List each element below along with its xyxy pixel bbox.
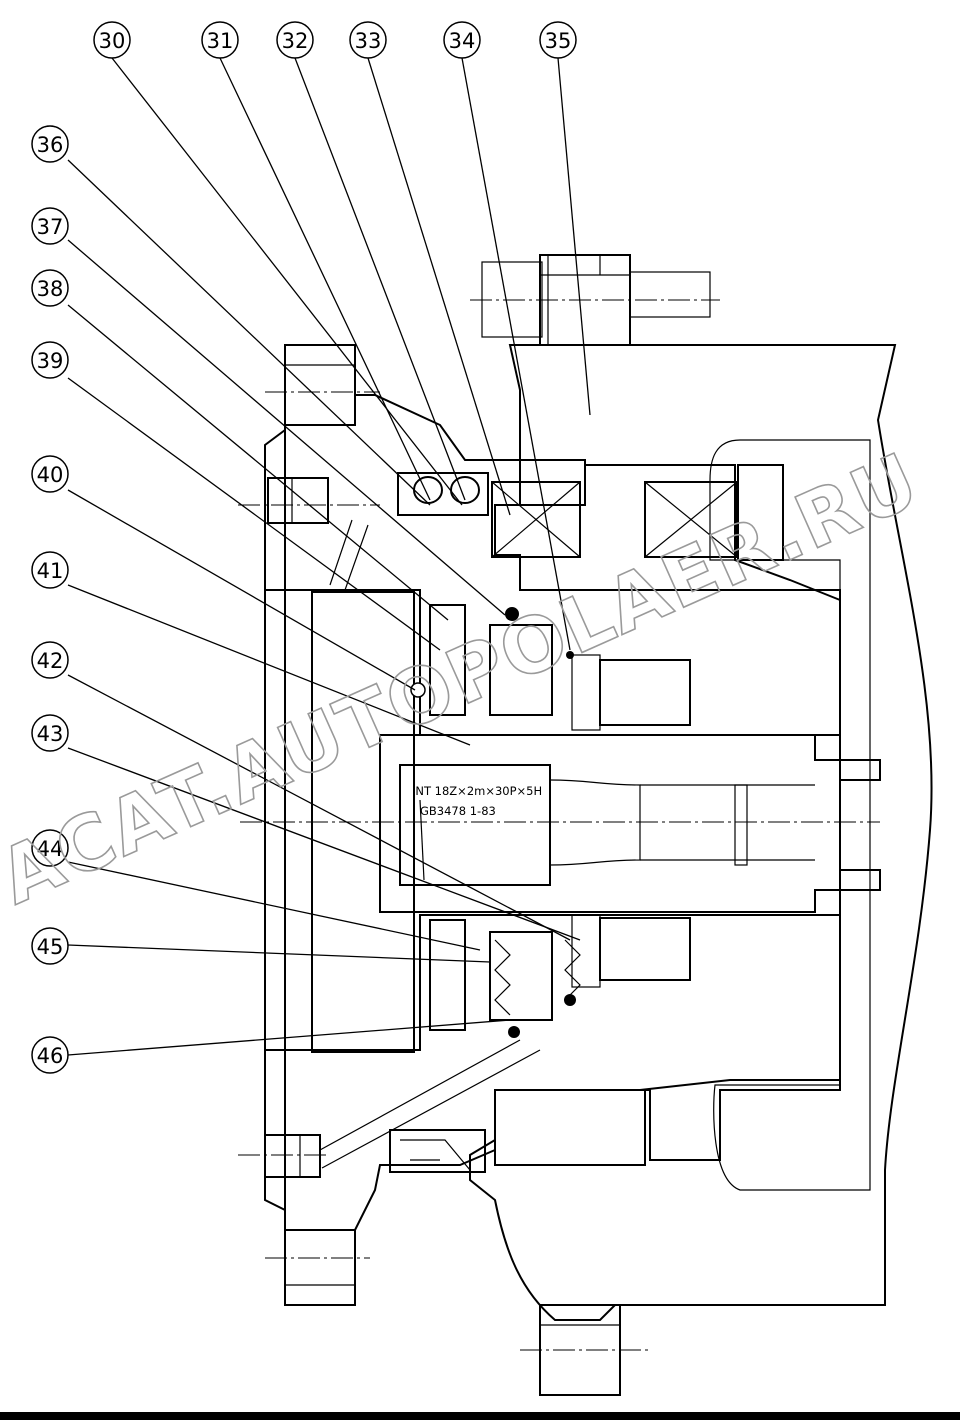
leader-lines [67, 57, 591, 1056]
brake-disc-pack [571, 654, 691, 988]
svg-text:39: 39 [37, 349, 64, 373]
main-housing [469, 254, 933, 1396]
callout-45: 45 [31, 927, 69, 965]
svg-text:45: 45 [37, 935, 64, 959]
svg-text:38: 38 [37, 277, 64, 301]
callout-44: 44 [31, 829, 69, 867]
svg-text:30: 30 [99, 29, 126, 53]
callout-39: 39 [31, 341, 69, 379]
callout-37: 37 [31, 207, 69, 245]
svg-text:36: 36 [37, 133, 64, 157]
callout-43: 43 [31, 714, 69, 752]
spline-spec-line1: INT 18Z×2m×30P×5H [412, 784, 542, 798]
svg-text:40: 40 [37, 463, 64, 487]
svg-text:44: 44 [37, 837, 64, 861]
svg-text:34: 34 [449, 29, 476, 53]
svg-text:42: 42 [37, 649, 64, 673]
spline-spec-line2: GB3478 1-83 [420, 804, 496, 818]
callout-35: 35 [539, 21, 577, 59]
left-cover [238, 344, 841, 1306]
bottom-border [0, 1412, 960, 1420]
callout-33: 33 [349, 21, 387, 59]
callout-markers: 30 31 32 33 34 35 36 37 38 39 40 41 42 4… [31, 21, 577, 1074]
svg-text:46: 46 [37, 1044, 64, 1068]
callout-31: 31 [201, 21, 239, 59]
svg-text:41: 41 [37, 559, 64, 583]
callout-41: 41 [31, 551, 69, 589]
svg-text:43: 43 [37, 722, 64, 746]
spline-spec: INT 18Z×2m×30P×5H GB3478 1-83 [412, 784, 542, 881]
callout-36: 36 [31, 125, 69, 163]
piston-springs [410, 604, 581, 1038]
callout-34: 34 [443, 21, 481, 59]
callout-30: 30 [93, 21, 131, 59]
svg-text:32: 32 [282, 29, 309, 53]
callout-46: 46 [31, 1036, 69, 1074]
callout-32: 32 [276, 21, 314, 59]
callout-40: 40 [31, 455, 69, 493]
svg-text:31: 31 [207, 29, 234, 53]
callout-42: 42 [31, 641, 69, 679]
svg-text:35: 35 [545, 29, 572, 53]
callout-38: 38 [31, 269, 69, 307]
svg-text:37: 37 [37, 215, 64, 239]
svg-text:33: 33 [355, 29, 382, 53]
watermark-text: ACAT.AUTOPOLAER.RU [0, 435, 932, 921]
